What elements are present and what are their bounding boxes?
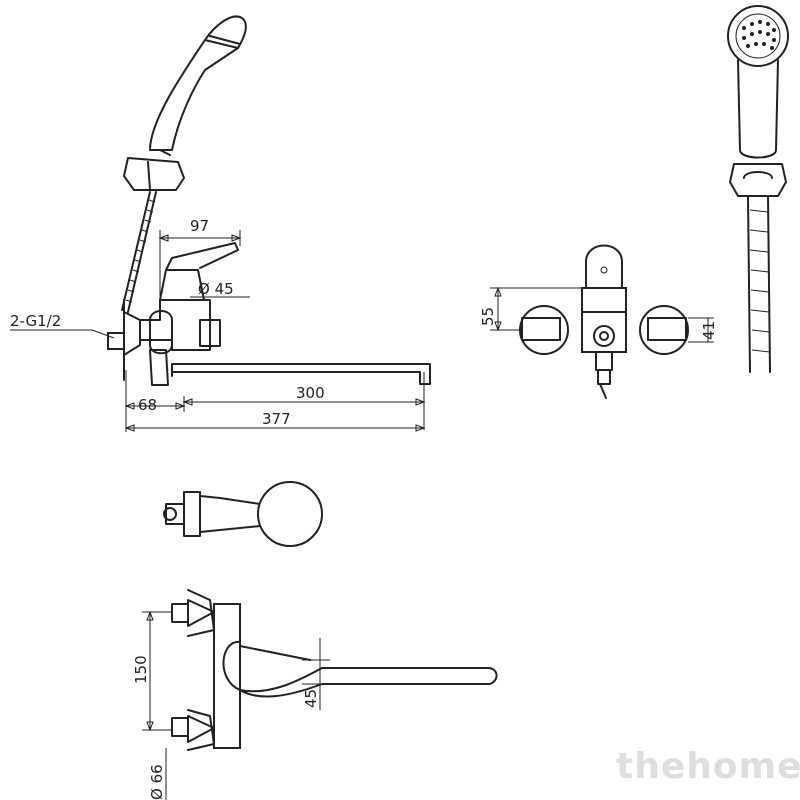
svg-text:300: 300	[296, 384, 325, 402]
svg-text:Ø 66: Ø 66	[148, 764, 166, 800]
dim-diameter-66: Ø 66	[148, 748, 167, 800]
diverter-icon	[593, 325, 615, 347]
svg-text:45: 45	[302, 689, 320, 708]
front-lever-icon	[585, 244, 623, 289]
lever-handle-icon	[199, 495, 261, 533]
dim-300: 300	[182, 372, 426, 430]
front-view: 55 41	[479, 244, 718, 399]
svg-text:97: 97	[190, 217, 209, 235]
dim-97: 97	[158, 217, 242, 296]
thread-label: 2-G1/2	[10, 312, 115, 339]
shower-hose-icon	[121, 191, 157, 313]
plan-spout-icon	[222, 640, 498, 698]
svg-text:41: 41	[700, 321, 718, 340]
plan-view: 150 45 Ø 66	[132, 589, 498, 800]
dim-150: 150	[132, 610, 172, 732]
mixer-body-icon	[139, 242, 239, 386]
svg-text:150: 150	[132, 655, 150, 684]
shower-face-icon	[727, 5, 789, 67]
svg-text:55: 55	[479, 307, 497, 326]
svg-text:2-G1/2: 2-G1/2	[10, 312, 61, 330]
dim-55: 55	[479, 286, 584, 332]
dim-41: 41	[688, 317, 718, 343]
shower-set-view	[727, 5, 789, 373]
lever-knob-icon	[257, 481, 323, 547]
spout-icon	[171, 363, 431, 385]
hand-shower-icon	[149, 15, 247, 156]
watermark-text: thehome	[616, 746, 800, 787]
wall-nut-icon	[107, 332, 125, 350]
shower-holder-icon	[123, 157, 185, 191]
svg-text:Ø 45: Ø 45	[198, 280, 234, 298]
lever-top-view	[163, 481, 323, 547]
dim-377: 377	[124, 410, 426, 432]
dim-diameter-45: Ø 45	[190, 280, 250, 298]
dim-68: 68	[124, 370, 186, 432]
wall-holder-icon	[729, 163, 787, 197]
dim-45: 45	[302, 638, 330, 710]
svg-text:377: 377	[262, 410, 291, 428]
side-view: 97 Ø 45 2-G1/2 300 68 377	[10, 15, 431, 432]
svg-text:68: 68	[138, 396, 157, 414]
